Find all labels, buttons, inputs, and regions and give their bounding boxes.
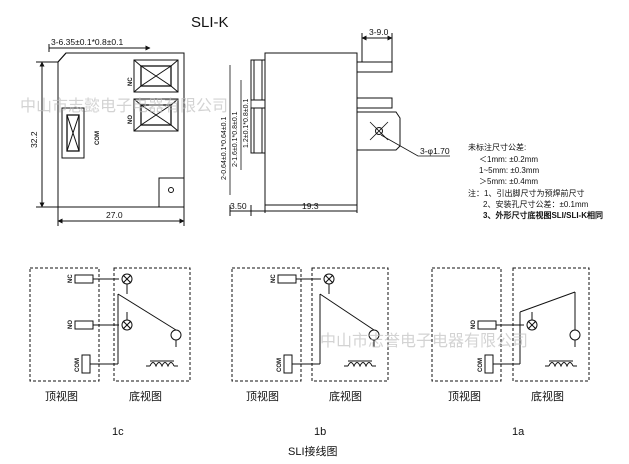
schematic-1b-bottom-label: 底视图 [329, 389, 362, 403]
schematic-1c-bottom-box [113, 267, 191, 382]
schematic-1c-pin-2: COM [75, 358, 81, 372]
dim-v2: 2-1.6±0.1*0.8±0.1 [232, 111, 239, 167]
dim-v3: 1.2±0.1*0.8±0.1 [243, 99, 250, 148]
schematic-1c-id: 1c [112, 426, 124, 438]
com-contact-icon [569, 329, 581, 341]
schematic-1c-pin-0: NC [68, 274, 74, 283]
schematic-1b-pin-0: NC [271, 274, 277, 283]
note-remark-3: 3、外形尺寸底视图SLI/SLI-K相同 [483, 210, 603, 220]
note-header: 未标注尺寸公差: [468, 142, 526, 152]
watermark-bottom: 中山市志誉电子电器有限公司 [320, 332, 528, 350]
note-line-3: ＞5mm: ±0.4mm [479, 177, 538, 186]
dim-left: 3.50 [230, 201, 247, 211]
side-right-tab-1 [357, 61, 393, 73]
side-left-pin-bottom [250, 107, 266, 154]
dim-top: 3-9.0 [369, 27, 389, 37]
mount-hole-icon [375, 127, 383, 135]
tolerance-note: 未标注尺寸公差: ＜1mm: ±0.2mm 1~5mm: ±0.3mm ＞5mm… [468, 142, 603, 220]
schematic-1a-bottom-box [512, 267, 590, 382]
schematic-1a-id: 1a [512, 426, 525, 438]
schematic-1b-pin-1: COM [277, 358, 283, 372]
coil-icon [347, 362, 373, 368]
wiring-caption: SLI接线图 [288, 444, 338, 458]
dim-pins: 3-6.35±0.1*0.8±0.1 [51, 37, 123, 47]
side-view [229, 33, 450, 216]
schematic-1c-top-box [29, 267, 100, 382]
schematic-1c-bottom-label: 底视图 [129, 389, 162, 403]
note-line-2: 1~5mm: ±0.3mm [479, 166, 540, 175]
front-view [36, 44, 185, 226]
schematic-1b [231, 267, 389, 382]
schematic-1a-pin-1: COM [478, 358, 484, 372]
side-right-tab-2 [357, 97, 393, 109]
note-line-1: ＜1mm: ±0.2mm [479, 155, 538, 164]
screw-icon [168, 187, 174, 193]
note-remark-1: 注：1、引出脚尺寸为预焊前尺寸 [468, 188, 584, 198]
dim-length: 19.3 [302, 201, 319, 211]
coil-icon [149, 362, 175, 368]
schematic-1c [29, 267, 191, 382]
schematic-1a-top-label: 顶视图 [448, 389, 481, 403]
no-terminal [133, 98, 179, 132]
dim-width: 27.0 [106, 210, 123, 220]
note-remark-2: 2、安装孔尺寸公差：±0.1mm [483, 199, 589, 209]
com-terminal [61, 107, 85, 159]
corner-boss [158, 177, 185, 208]
com-contact-icon [170, 329, 182, 341]
pin-label-com: COM [95, 131, 101, 145]
side-right-tab-3 [357, 111, 401, 151]
schematic-1b-top-label: 顶视图 [246, 389, 279, 403]
schematic-1a-top-box [431, 267, 502, 382]
schematic-1b-id: 1b [314, 426, 326, 438]
schematic-1a [431, 267, 590, 382]
pin-label-no: NO [128, 115, 134, 124]
schematic-1b-top-box [231, 267, 302, 382]
dim-v1: 2-0.64±0.1*0.64±0.1 [221, 117, 228, 180]
side-left-pin-top [250, 59, 266, 101]
front-body-outline [57, 52, 185, 208]
schematic-1a-bottom-label: 底视图 [531, 389, 564, 403]
schematic-1c-pin-1: NO [68, 320, 74, 329]
coil-icon [548, 362, 574, 368]
drawing-title: SLI-K [191, 14, 229, 31]
schematic-1b-bottom-box [311, 267, 389, 382]
schematic-1a-pin-0: NO [471, 320, 477, 329]
nc-terminal [133, 59, 179, 93]
side-body [264, 52, 358, 206]
pin-label-nc: NC [128, 77, 134, 86]
dim-height: 32.2 [29, 131, 39, 148]
watermark-top: 中山市志懿电子电器有限公司 [20, 97, 228, 115]
schematic-1c-top-label: 顶视图 [45, 389, 78, 403]
dim-hole: 3-φ1.70 [420, 146, 450, 156]
